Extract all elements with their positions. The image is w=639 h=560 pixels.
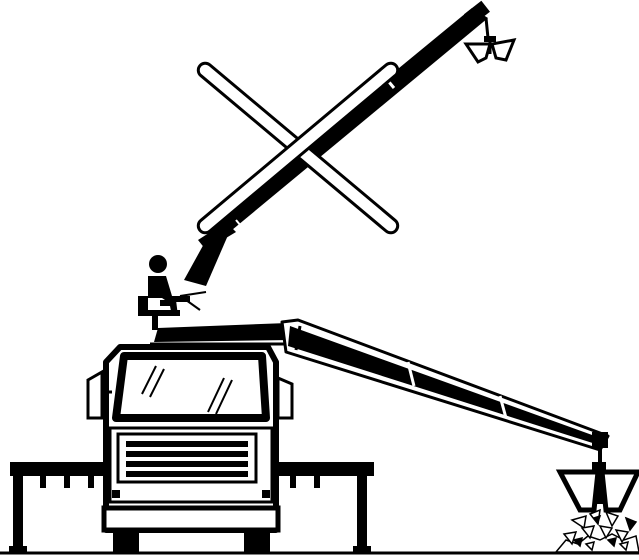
crane-base [150,323,292,344]
cross-mark-icon [195,60,400,235]
lower-boom [282,320,608,462]
debris-pile [556,510,639,552]
mirror-left [88,372,102,418]
bumper [104,508,278,530]
ground-grab [560,462,638,510]
upper-boom [184,1,490,286]
truck [88,347,292,554]
clamshell-grab-icon [466,36,514,62]
windshield [116,356,266,418]
mirror-right [278,378,292,418]
